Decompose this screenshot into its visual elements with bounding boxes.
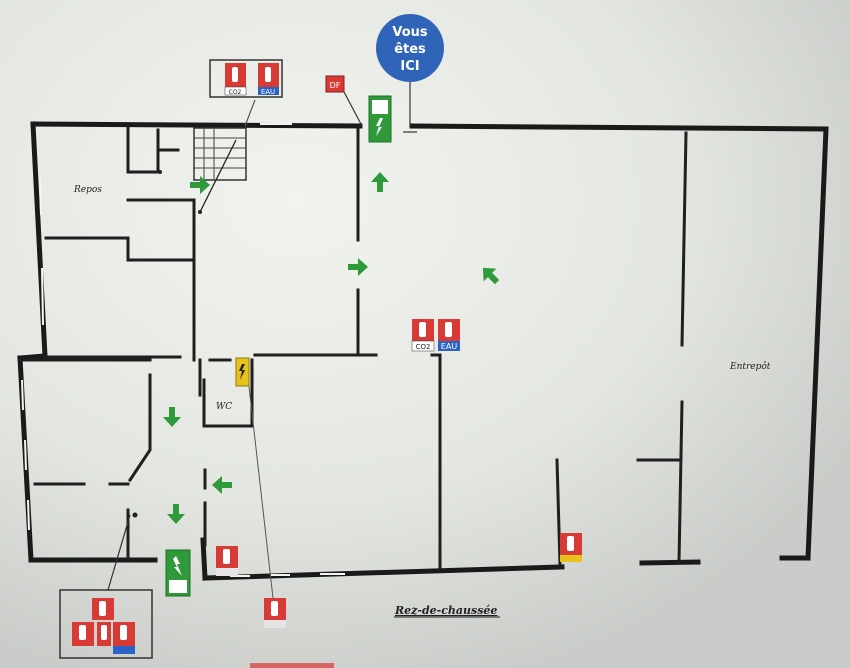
fire-extinguisher [97, 622, 111, 646]
fire-extinguisher [216, 546, 238, 576]
evacuation-arrow [190, 176, 210, 194]
you-are-here-line3: ICI [400, 59, 419, 74]
outer-walls [17, 121, 829, 581]
you-are-here-line1: Vous [392, 25, 428, 40]
fire-extinguisher [92, 598, 114, 620]
fire-extinguisher: EAU [258, 63, 279, 96]
interior-walls [18, 89, 688, 599]
df-label: DF [330, 81, 341, 90]
fire-extinguisher: CO2 [411, 319, 435, 352]
partial-sign-edge [250, 663, 334, 668]
emergency-exit-sign [165, 549, 191, 597]
fire-extinguisher: CO2 [224, 63, 247, 96]
fire-extinguisher [72, 622, 94, 646]
evacuation-arrow [348, 258, 368, 276]
evacuation-arrow [212, 476, 232, 494]
desenfumage-marker: DF [325, 75, 345, 93]
fire-extinguisher: EAU [438, 319, 460, 351]
extinguisher-box [59, 589, 153, 659]
evacuation-arrow [482, 267, 500, 285]
room-label-entrepot: Entrepôt [729, 361, 771, 372]
fire-extinguisher [113, 622, 135, 654]
fire-extinguisher [560, 533, 582, 562]
emergency-light [235, 357, 250, 387]
emergency-exit-sign [368, 95, 392, 143]
co2-label: CO2 [229, 89, 242, 96]
fire-extinguisher [264, 598, 286, 628]
eau-label: EAU [261, 88, 275, 96]
eau-label: EAU [441, 342, 458, 351]
you-are-here-line2: êtes [394, 42, 426, 57]
room-label-wc: WC [216, 402, 232, 412]
evacuation-arrow [167, 504, 185, 524]
staircase [193, 127, 247, 214]
evacuation-arrow [371, 172, 389, 192]
you-are-here-marker: Vous êtes ICI [376, 14, 444, 133]
evacuation-arrow [163, 407, 181, 427]
room-label-repos: Repos [73, 185, 102, 195]
co2-label: CO2 [416, 343, 431, 351]
floor-label: Rez-de-chaussée [394, 604, 497, 617]
extinguisher-box [209, 59, 283, 98]
